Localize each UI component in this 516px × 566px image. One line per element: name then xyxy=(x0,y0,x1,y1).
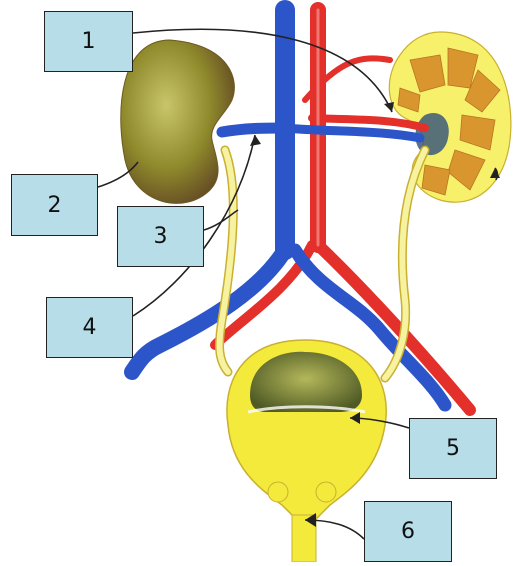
label-4: 4 xyxy=(46,297,133,358)
label-2: 2 xyxy=(11,174,98,236)
urinary-bladder xyxy=(227,340,386,520)
label-6-text: 6 xyxy=(401,519,415,544)
left-kidney xyxy=(121,40,235,203)
label-4-text: 4 xyxy=(83,315,97,340)
label-1: 1 xyxy=(44,11,133,72)
label-5: 5 xyxy=(409,418,497,479)
label-1-text: 1 xyxy=(82,29,96,54)
label-3-text: 3 xyxy=(154,224,168,249)
label-3: 3 xyxy=(117,206,204,267)
label-2-text: 2 xyxy=(48,193,62,218)
label-6: 6 xyxy=(364,501,452,562)
label-5-text: 5 xyxy=(446,436,460,461)
